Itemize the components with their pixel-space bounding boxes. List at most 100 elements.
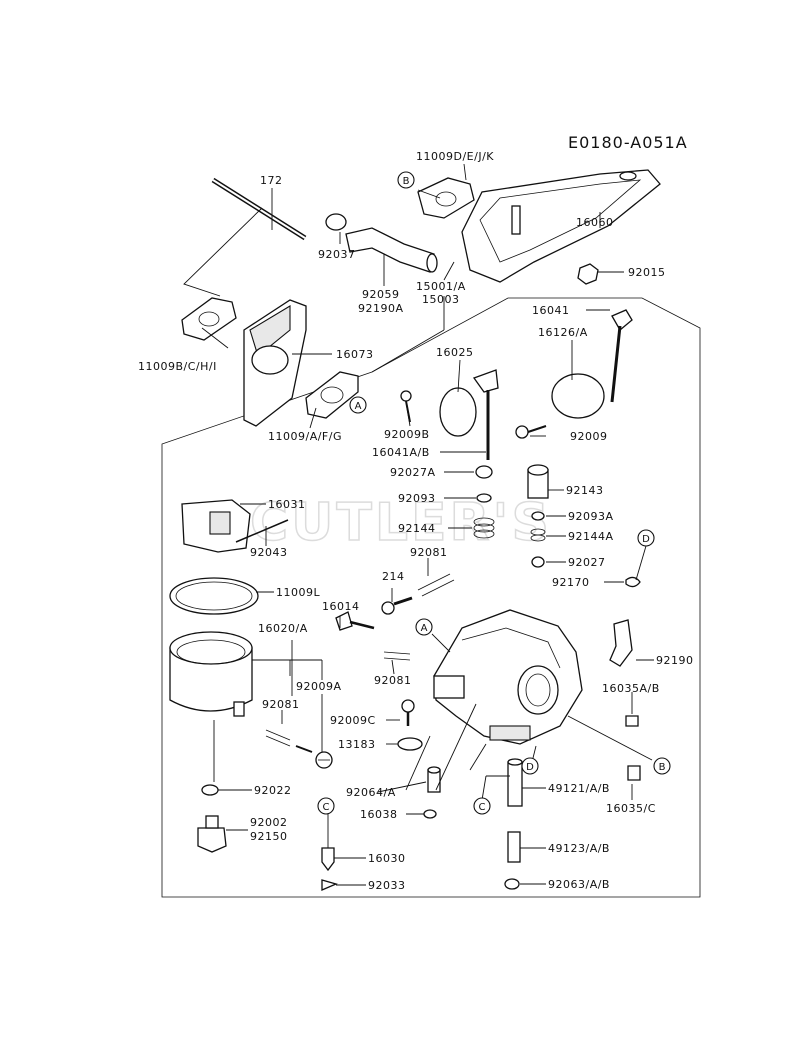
callout-b-mid: B bbox=[653, 757, 671, 775]
drain-bolt-92002 bbox=[197, 815, 227, 853]
label-16126: 16126/A bbox=[538, 326, 588, 339]
label-92150: 92150 bbox=[250, 830, 288, 843]
bracket-13183 bbox=[397, 737, 423, 751]
label-15003: 15003 bbox=[422, 293, 460, 306]
label-49121: 49121/A/B bbox=[548, 782, 610, 795]
label-92027a: 92027A bbox=[390, 466, 436, 479]
label-92144a: 92144A bbox=[568, 530, 614, 543]
air-cleaner-base-16060 bbox=[461, 169, 661, 283]
seal-92027 bbox=[531, 556, 545, 568]
label-92081-low: 92081 bbox=[262, 698, 300, 711]
part-labels: 172 11009D/E/J/K 16060 92037 92059 92190… bbox=[138, 150, 694, 892]
label-92002: 92002 bbox=[250, 816, 288, 829]
diagram-code: E0180-A051A bbox=[568, 133, 688, 152]
throttle-shaft-16025 bbox=[472, 369, 499, 460]
label-92143: 92143 bbox=[566, 484, 604, 497]
label-15001: 15001/A bbox=[416, 280, 466, 293]
seal-92143 bbox=[527, 464, 549, 499]
label-13183: 13183 bbox=[338, 738, 376, 751]
label-92190: 92190 bbox=[656, 654, 694, 667]
label-92037: 92037 bbox=[318, 248, 356, 261]
svg-text:C: C bbox=[323, 802, 330, 813]
svg-text:A: A bbox=[421, 623, 428, 634]
label-92022: 92022 bbox=[254, 784, 292, 797]
stud-172 bbox=[211, 177, 307, 241]
gasket-11009l bbox=[169, 577, 259, 615]
clip-92033 bbox=[321, 879, 338, 891]
spring-92081-mid bbox=[383, 651, 411, 661]
washer-92093a bbox=[531, 511, 545, 521]
label-16025: 16025 bbox=[436, 346, 474, 359]
screw-92009c bbox=[401, 699, 415, 726]
callout-d-top: D bbox=[637, 529, 655, 547]
label-92009b: 92009B bbox=[384, 428, 430, 441]
callout-a-mid: A bbox=[415, 618, 433, 636]
svg-text:D: D bbox=[526, 762, 534, 773]
label-16073: 16073 bbox=[336, 348, 374, 361]
label-92170: 92170 bbox=[552, 576, 590, 589]
choke-plate-16126 bbox=[551, 373, 605, 419]
nozzle-49121 bbox=[507, 758, 523, 807]
label-92063: 92063/A/B bbox=[548, 878, 610, 891]
callout-c-low: C bbox=[317, 797, 335, 815]
svg-text:B: B bbox=[659, 762, 666, 773]
float-bowl-16020 bbox=[169, 631, 253, 717]
label-16014: 16014 bbox=[322, 600, 360, 613]
seal-92027a bbox=[475, 465, 493, 479]
plug-92063 bbox=[504, 878, 520, 890]
callout-a-top: A bbox=[349, 396, 367, 414]
leader-172-gasket bbox=[183, 207, 263, 297]
screw-16014 bbox=[335, 611, 375, 631]
label-92144: 92144 bbox=[398, 522, 436, 535]
gasket-11009d bbox=[417, 177, 475, 219]
gasket-11009a bbox=[305, 371, 359, 419]
spring-92144 bbox=[473, 517, 495, 539]
callout-d-mid: D bbox=[521, 757, 539, 775]
leader-lines bbox=[201, 163, 654, 886]
label-92033: 92033 bbox=[368, 879, 406, 892]
screw-16035ab bbox=[625, 715, 639, 727]
svg-text:C: C bbox=[479, 802, 486, 813]
screw-92009 bbox=[515, 425, 547, 439]
screw-16035c bbox=[627, 765, 641, 781]
label-16035ab: 16035A/B bbox=[602, 682, 660, 695]
spring-92081-top bbox=[417, 573, 455, 597]
label-92043: 92043 bbox=[250, 546, 288, 559]
label-16031: 16031 bbox=[268, 498, 306, 511]
label-92027: 92027 bbox=[568, 556, 606, 569]
label-92093a: 92093A bbox=[568, 510, 614, 523]
label-92009: 92009 bbox=[570, 430, 608, 443]
label-92059: 92059 bbox=[362, 288, 400, 301]
svg-text:B: B bbox=[403, 176, 410, 187]
float-16031 bbox=[181, 499, 251, 553]
valve-92064 bbox=[427, 766, 441, 793]
jet-49123 bbox=[507, 831, 521, 863]
gasket-11009b bbox=[181, 297, 237, 341]
label-11009l: 11009L bbox=[276, 586, 320, 599]
screw-214 bbox=[381, 596, 413, 615]
screw-92009b bbox=[400, 390, 412, 423]
svg-text:A: A bbox=[355, 401, 362, 412]
label-16030: 16030 bbox=[368, 852, 406, 865]
washer-92093 bbox=[476, 493, 492, 503]
assembly-boundary bbox=[161, 297, 701, 898]
label-11009b: 11009B/C/H/I bbox=[138, 360, 217, 373]
label-92190a: 92190A bbox=[358, 302, 404, 315]
nut-92015 bbox=[577, 263, 599, 285]
label-92081-top: 92081 bbox=[410, 546, 448, 559]
carburetor-body bbox=[433, 609, 583, 745]
screw-92009a bbox=[295, 745, 333, 769]
washer-92022 bbox=[201, 784, 219, 796]
label-49123: 49123/A/B bbox=[548, 842, 610, 855]
label-16020: 16020/A bbox=[258, 622, 308, 635]
label-172: 172 bbox=[260, 174, 283, 187]
label-16035c: 16035/C bbox=[606, 802, 656, 815]
label-11009d: 11009D/E/J/K bbox=[416, 150, 494, 163]
watermark: CUTLER'S bbox=[250, 493, 552, 553]
o-ring-16038 bbox=[423, 809, 437, 819]
label-92009c: 92009C bbox=[330, 714, 376, 727]
hose-92059 bbox=[325, 213, 438, 273]
label-16041: 16041 bbox=[532, 304, 570, 317]
